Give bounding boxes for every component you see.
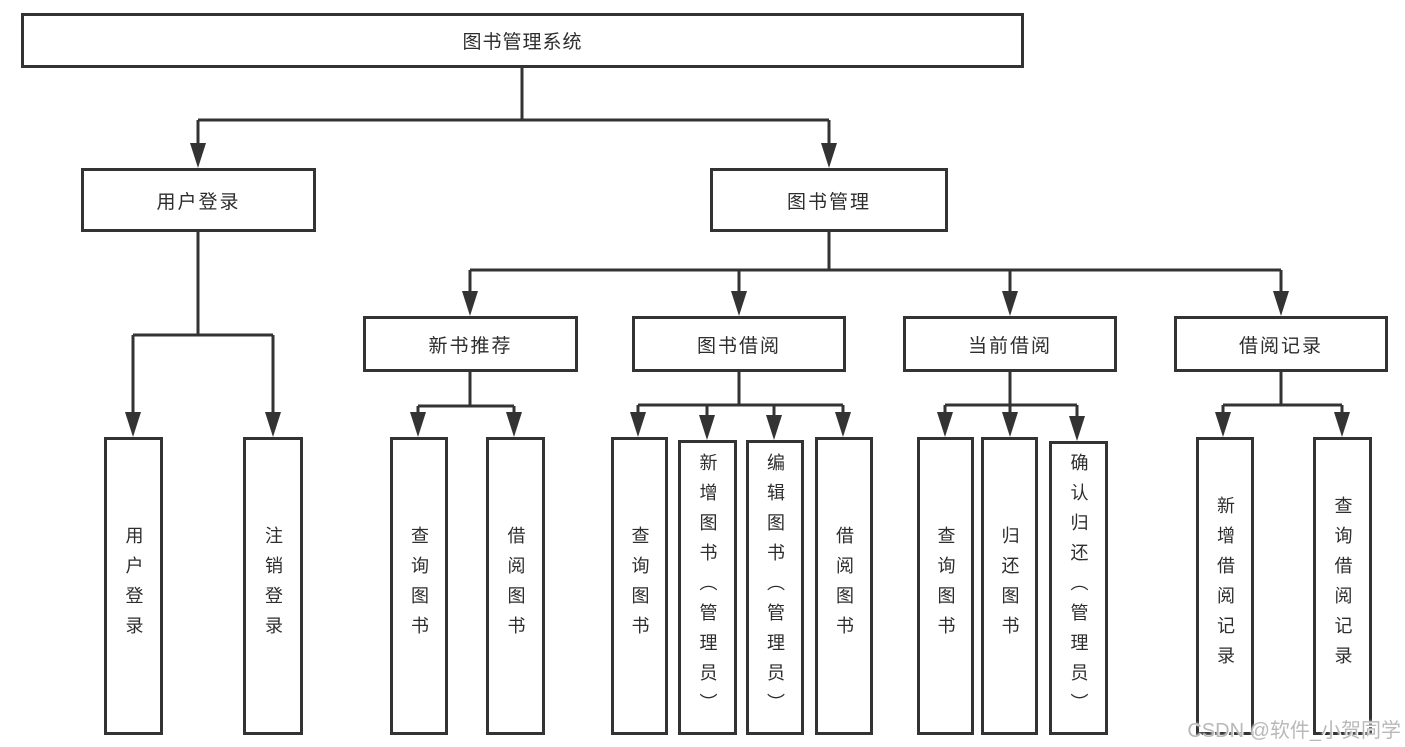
- node-borrow-records: 借阅记录: [1174, 316, 1388, 372]
- arrowhead-icon: [821, 143, 837, 168]
- connector-current-borrow: [943, 372, 1079, 418]
- leaf-borrow-books: 借阅图书: [815, 437, 873, 735]
- arrowhead-icon: [410, 412, 426, 437]
- leaf-query-books-recommend: 查询图书: [390, 437, 448, 735]
- arrowhead-icon: [125, 412, 141, 437]
- node-label: 查询借阅记录: [1332, 496, 1353, 676]
- arrowhead-icon: [1215, 412, 1231, 437]
- node-label: 查询图书: [409, 526, 429, 646]
- node-user-login: 用户登录: [81, 168, 316, 232]
- arrowhead-icon: [190, 143, 206, 168]
- node-label: 查询图书: [935, 526, 956, 646]
- arrowhead-icon: [1334, 412, 1350, 437]
- arrowhead-icon: [1002, 412, 1018, 437]
- node-label: 用户登录: [123, 526, 144, 646]
- arrowhead-icon: [835, 412, 851, 437]
- leaf-add-borrow-record: 新增借阅记录: [1196, 437, 1254, 735]
- connector-borrow-records: [1221, 372, 1344, 414]
- arrowhead-icon: [937, 412, 953, 437]
- node-book-borrow: 图书借阅: [632, 316, 846, 372]
- node-new-book-recommend: 新书推荐: [363, 316, 578, 372]
- node-label: 新增借阅记录: [1215, 496, 1235, 676]
- arrowhead-icon: [630, 412, 646, 437]
- node-label: 用户登录: [156, 191, 241, 213]
- leaf-logout: 注销登录: [243, 437, 303, 735]
- node-label: 借阅记录: [1238, 335, 1323, 357]
- node-label: 当前借阅: [967, 335, 1052, 357]
- watermark: CSDN @软件_小贺同学: [1187, 720, 1401, 742]
- leaf-borrow-books-recommend: 借阅图书: [486, 437, 545, 735]
- leaf-edit-book-admin: 编辑图书（管理员）: [746, 440, 804, 735]
- node-label: 确认归还（管理员）: [1068, 453, 1089, 723]
- leaf-return-book: 归还图书: [981, 437, 1038, 735]
- node-label: 归还图书: [999, 526, 1020, 646]
- node-label: 借阅图书: [505, 526, 526, 646]
- node-label: 新增图书（管理员）: [697, 452, 718, 723]
- node-label: 图书管理: [786, 191, 871, 213]
- arrowhead-icon: [506, 412, 522, 437]
- node-label: 图书管理系统: [462, 32, 583, 53]
- arrowhead-icon: [731, 291, 747, 316]
- arrowhead-icon: [699, 415, 715, 440]
- arrowhead-icon: [462, 291, 478, 316]
- leaf-query-borrow-record: 查询借阅记录: [1313, 437, 1372, 735]
- node-book-management: 图书管理: [710, 168, 948, 232]
- node-library-system: 图书管理系统: [21, 13, 1024, 68]
- node-label: 图书借阅: [696, 335, 781, 357]
- node-current-borrow: 当前借阅: [903, 316, 1117, 372]
- node-label: 借阅图书: [834, 526, 854, 646]
- node-label: 新书推荐: [428, 335, 513, 357]
- leaf-query-books-current: 查询图书: [917, 437, 974, 735]
- connector-book-management: [468, 232, 1283, 293]
- node-label: 查询图书: [629, 526, 650, 646]
- arrowhead-icon: [1002, 291, 1018, 316]
- arrowhead-icon: [265, 412, 281, 437]
- arrowheads: [125, 143, 1350, 441]
- connector-user-login: [131, 232, 275, 414]
- leaf-user-login: 用户登录: [104, 437, 163, 735]
- leaf-query-books-borrow: 查询图书: [611, 437, 668, 735]
- leaf-confirm-return-admin: 确认归还（管理员）: [1049, 441, 1108, 735]
- leaf-add-book-admin: 新增图书（管理员）: [678, 440, 737, 735]
- arrowhead-icon: [766, 415, 782, 440]
- connector-new-book-recommend: [416, 372, 516, 415]
- arrowhead-icon: [1273, 291, 1289, 316]
- node-label: 编辑图书（管理员）: [765, 452, 785, 723]
- connector-book-borrow: [636, 372, 845, 417]
- node-label: 注销登录: [263, 526, 283, 646]
- arrowhead-icon: [1069, 416, 1085, 441]
- connector-root: [196, 68, 831, 145]
